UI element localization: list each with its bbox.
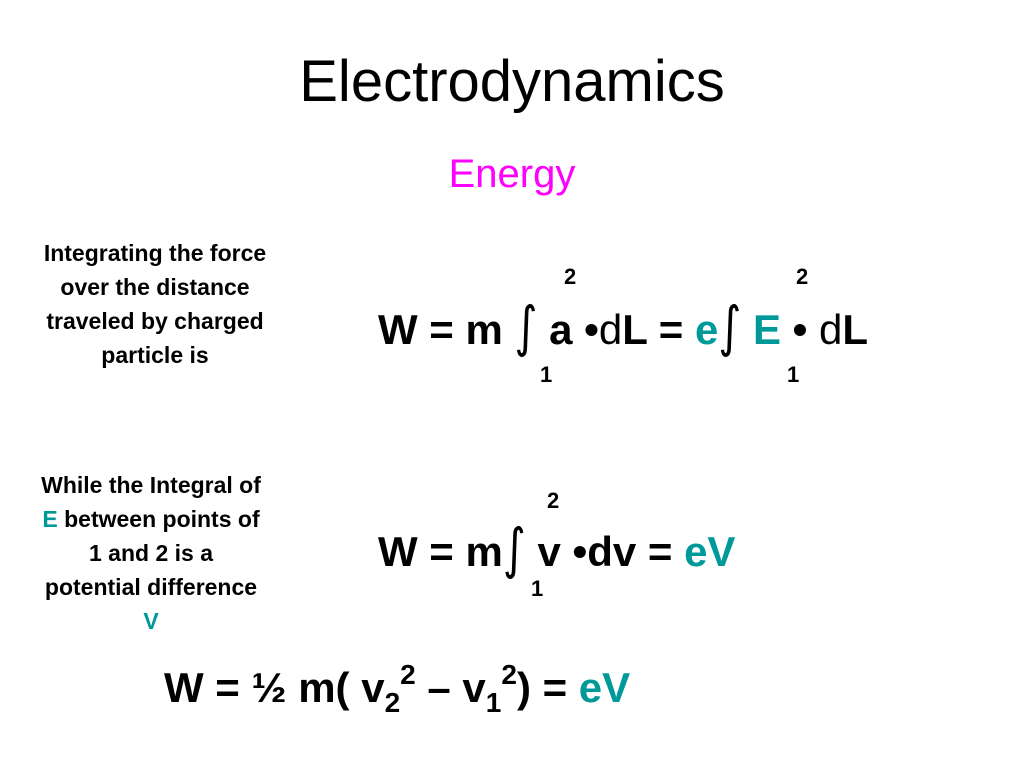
note-integrating-force: Integrating the force over the distance … — [10, 236, 300, 372]
eq1-equals: = — [647, 306, 696, 353]
note-line: traveled by charged — [46, 308, 264, 334]
note-line: E between points of — [6, 502, 296, 536]
eq3-sup-1: 2 — [501, 659, 517, 690]
eq1-L: L — [622, 306, 648, 353]
integral-sign: ∫ — [718, 295, 742, 360]
eq2-lhs: W = m — [378, 528, 503, 575]
eq2-lower-limit: 1 — [531, 576, 544, 601]
eq3-mid: – v — [415, 664, 486, 711]
eq2-body: v •dv = — [525, 528, 685, 575]
slide-subtitle: Energy — [448, 152, 576, 196]
integral-sign: ∫ — [502, 517, 526, 582]
eq1-upper-limit: 2 — [564, 264, 577, 289]
note-highlight-v: V — [143, 608, 159, 634]
note-line: 1 and 2 is a — [88, 540, 213, 566]
eq1-lhs: W = m — [378, 306, 515, 353]
equation-kinetic-energy: W = ½ m( v22 – v12) = eV — [164, 659, 631, 717]
note-line: Integrating the force — [43, 240, 267, 266]
eq2-rhs: eV — [684, 528, 736, 575]
eq1-term-a: a • — [537, 306, 599, 353]
integral-sign: ∫ — [514, 295, 538, 360]
note-line-rest: between points of — [57, 506, 260, 532]
eq1-dot: • — [781, 306, 820, 353]
note-integral-of-e: While the Integral of E between points o… — [6, 468, 296, 638]
note-line: over the distance — [60, 274, 250, 300]
eq3-close: ) = — [516, 664, 579, 711]
note-line: particle is — [101, 342, 209, 368]
eq1-lower-limit: 1 — [540, 362, 553, 387]
eq3-sub-1: 1 — [485, 687, 502, 718]
equation-work-force: W = m ∫ a •dL = e∫ E • dL — [378, 296, 869, 360]
eq2-upper-limit: 2 — [547, 488, 560, 513]
eq1-d: d — [598, 306, 623, 353]
eq3-lhs: W = ½ m( v — [164, 664, 385, 711]
slide-title: Electrodynamics — [299, 49, 725, 114]
eq1-upper-limit-2: 2 — [796, 264, 809, 289]
equation-work-velocity: W = m∫ v •dv = eV — [378, 518, 736, 582]
eq1-d2: d — [819, 306, 843, 353]
eq3-sup-2: 2 — [400, 659, 416, 690]
eq3-sub-2: 2 — [384, 687, 401, 718]
eq3-rhs: eV — [578, 664, 631, 711]
eq1-E: E — [741, 306, 781, 353]
note-line: While the Integral of — [41, 472, 261, 498]
eq1-lower-limit-2: 1 — [787, 362, 800, 387]
eq1-L2: L — [842, 306, 869, 353]
eq1-e: e — [695, 306, 719, 353]
note-line: potential difference — [44, 574, 258, 600]
note-highlight-e: E — [42, 506, 58, 532]
